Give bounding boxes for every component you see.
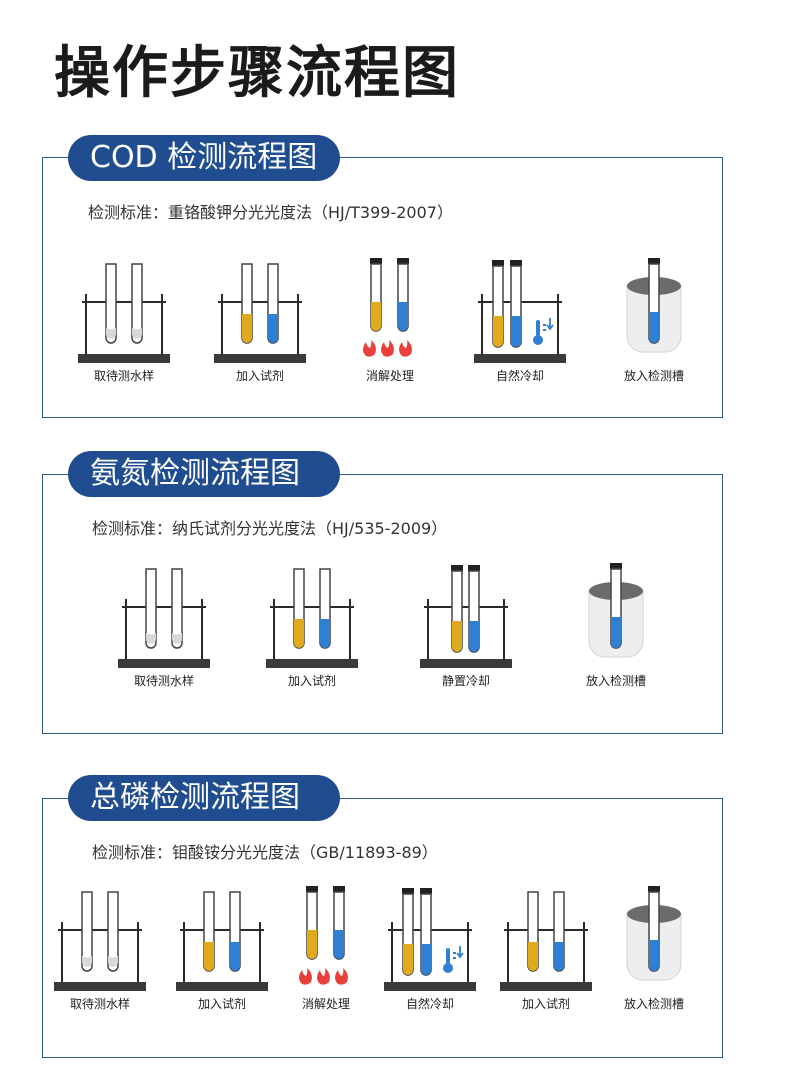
phosphorus-step-3: 消解处理 — [266, 885, 386, 1012]
cod-section-title: COD 检测流程图 — [68, 135, 340, 181]
cooling-beaker-icon — [383, 887, 477, 992]
step-label: 加入试剂 — [521, 997, 570, 1011]
phosphorus-step-2: 加入试剂 — [162, 886, 282, 1012]
beaker-reagent-tubes-icon — [265, 568, 359, 669]
ammonia-step-4: 放入检测槽 — [556, 562, 676, 689]
cod-step-5: 放入检测槽 — [594, 257, 714, 384]
detection-slot-icon — [626, 885, 682, 981]
beaker-empty-tubes-icon — [77, 263, 171, 364]
ammonia-section-title: 氨氮检测流程图 — [68, 451, 340, 497]
ammonia-step-2: 加入试剂 — [252, 563, 372, 689]
phosphorus-step-6: 放入检测槽 — [594, 885, 714, 1012]
phosphorus-frame — [42, 798, 723, 1058]
step-label: 消解处理 — [301, 997, 350, 1011]
step-label: 消解处理 — [365, 369, 414, 383]
beaker-reagent-tubes-icon — [499, 891, 593, 992]
phosphorus-section-title: 总磷检测流程图 — [68, 775, 340, 821]
cooling-beaker-icon — [473, 259, 567, 364]
cod-standard: 检测标准：重铬酸钾分光光度法（HJ/T399-2007） — [88, 203, 453, 222]
phosphorus-step-1: 取待测水样 — [40, 886, 160, 1012]
detection-slot-icon — [626, 257, 682, 353]
step-label: 取待测水样 — [69, 997, 130, 1011]
ammonia-step-3: 静置冷却 — [406, 563, 526, 689]
beaker-reagent-tubes-icon — [175, 891, 269, 992]
heated-tubes-icon — [362, 257, 413, 358]
step-label: 放入检测槽 — [623, 997, 684, 1011]
step-label: 放入检测槽 — [623, 369, 684, 383]
cod-frame — [42, 157, 723, 418]
beaker-empty-tubes-icon — [53, 891, 147, 992]
step-label: 自然冷却 — [495, 369, 544, 383]
cod-step-3: 消解处理 — [330, 257, 450, 384]
ammonia-step-1: 取待测水样 — [104, 563, 224, 689]
heated-tubes-icon — [298, 885, 349, 986]
beaker-reagent-tubes-icon — [213, 263, 307, 364]
step-label: 取待测水样 — [93, 369, 154, 383]
step-label: 加入试剂 — [287, 674, 336, 688]
detection-slot-icon — [588, 562, 644, 658]
phosphorus-standard: 检测标准：钼酸铵分光光度法（GB/11893-89） — [92, 843, 438, 862]
phosphorus-step-4: 自然冷却 — [370, 886, 490, 1012]
step-label: 放入检测槽 — [585, 674, 646, 688]
step-label: 自然冷却 — [405, 997, 454, 1011]
cod-step-2: 加入试剂 — [200, 258, 320, 384]
beaker-empty-tubes-icon — [117, 568, 211, 669]
page-title: 操作步骤流程图 — [54, 41, 460, 106]
cod-step-1: 取待测水样 — [64, 258, 184, 384]
cod-step-4: 自然冷却 — [460, 258, 580, 384]
capped-beaker-icon — [419, 564, 513, 669]
phosphorus-step-5: 加入试剂 — [486, 886, 606, 1012]
ammonia-standard: 检测标准：纳氏试剂分光光度法（HJ/535-2009） — [92, 519, 448, 538]
step-label: 静置冷却 — [441, 674, 490, 688]
step-label: 取待测水样 — [133, 674, 194, 688]
step-label: 加入试剂 — [197, 997, 246, 1011]
step-label: 加入试剂 — [235, 369, 284, 383]
